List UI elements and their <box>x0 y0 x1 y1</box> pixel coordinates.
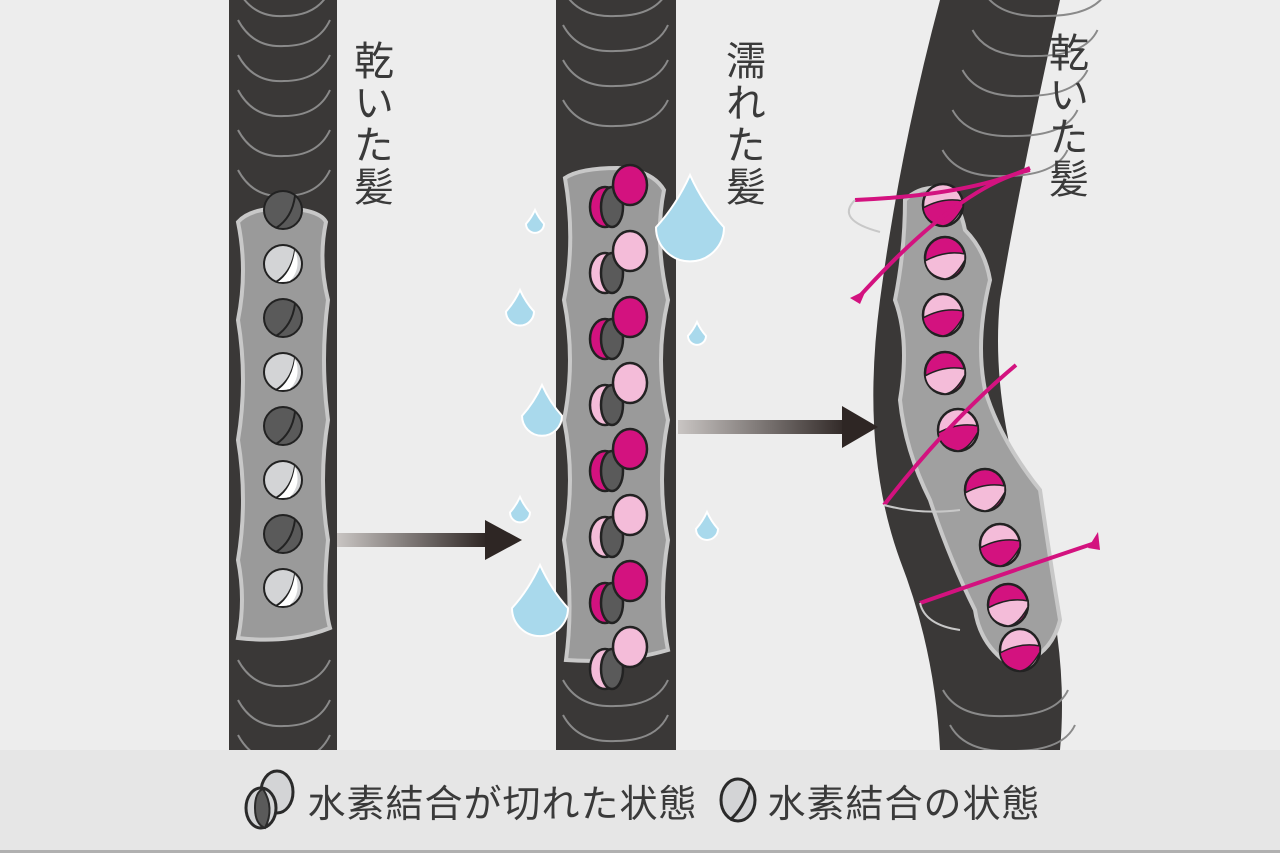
cuticle-scale <box>562 59 669 88</box>
legend-item-bonded: 水素結合の状態 <box>716 773 1041 828</box>
cuticle-scale <box>237 734 331 750</box>
bond-broken <box>588 559 649 625</box>
cuticle-scale <box>942 689 1069 718</box>
broken-bond-icon <box>244 769 295 830</box>
bond-reformed <box>978 522 1022 568</box>
hair-strand-dry <box>229 0 337 750</box>
bond-broken <box>588 295 649 361</box>
bond-broken <box>588 229 649 295</box>
water-drop-icon <box>524 207 546 234</box>
water-drop-icon <box>694 509 720 541</box>
twist-arrow <box>882 363 1018 507</box>
cuticle-scale <box>237 89 331 118</box>
cuticle-scale <box>562 714 669 743</box>
cuticle-scale <box>988 0 1102 18</box>
bond-reformed <box>921 292 965 338</box>
bond-intact-light <box>263 352 303 392</box>
twist-arrowhead <box>1088 532 1100 550</box>
hair-diagram <box>229 0 1102 750</box>
cuticle-scale <box>971 29 1099 58</box>
bond-reformed <box>998 627 1042 673</box>
bond-intact-dark <box>263 298 303 338</box>
arrow-dry-to-wet <box>337 520 522 560</box>
cuticle-scale <box>237 129 331 158</box>
legend-item-broken: 水素結合が切れた状態 <box>239 768 697 832</box>
bond-reformed <box>986 582 1030 628</box>
legend: 水素結合が切れた状態 水素結合の状態 <box>0 750 1280 853</box>
bonded-icon <box>719 777 756 823</box>
twist-arrow <box>919 541 1096 605</box>
bond-broken <box>588 361 649 427</box>
bond-broken <box>588 163 649 229</box>
twist-arrow <box>856 168 1031 300</box>
bond-broken <box>588 625 649 691</box>
legend-label-broken: 水素結合が切れた状態 <box>307 781 698 826</box>
bond-reformed <box>923 350 967 396</box>
cuticle-scale <box>237 699 331 728</box>
label-wet-hair: 濡れた髪 <box>719 40 765 208</box>
bond-intact-dark <box>263 406 303 446</box>
bond-broken <box>588 427 649 493</box>
cuticle-scale <box>949 724 1076 750</box>
water-drop-icon <box>504 287 536 327</box>
label-dry-hair-2: 乾いた髪 <box>1042 32 1088 200</box>
twist-arrow-back <box>848 199 881 233</box>
water-drop-icon <box>510 562 570 638</box>
cuticle-scale <box>237 19 331 48</box>
bond-intact-light <box>263 244 303 284</box>
bond-reformed <box>923 235 967 281</box>
bond-reformed <box>963 467 1007 513</box>
water-drop-icon <box>686 319 708 346</box>
water-drop-icon <box>508 494 532 524</box>
legend-label-bonded: 水素結合の状態 <box>767 781 1041 826</box>
bond-intact-dark <box>263 190 303 230</box>
twist-arrow-back <box>883 504 961 513</box>
cuticle-scale <box>237 54 331 83</box>
cuticle-scale <box>562 99 669 128</box>
water-drops <box>504 172 726 638</box>
bond-intact-light <box>263 568 303 608</box>
hair-strand-wet <box>556 0 676 750</box>
bond-reformed <box>936 407 980 453</box>
water-drop-icon <box>654 172 726 263</box>
bond-intact-light <box>263 460 303 500</box>
cuticle-scale <box>237 659 331 688</box>
arrow-wet-to-dried <box>678 406 878 448</box>
cuticle-scale <box>243 0 325 18</box>
cuticle-scale <box>562 679 669 708</box>
twist-arrow-back <box>919 602 961 631</box>
cuticle-scale <box>951 109 1079 138</box>
water-drop-icon <box>520 382 564 437</box>
cuticle-scale <box>568 0 663 18</box>
cuticle-scale <box>961 69 1089 98</box>
cuticle-scale <box>562 24 669 53</box>
bond-intact-dark <box>263 514 303 554</box>
hair-strand-curled <box>848 0 1102 750</box>
label-dry-hair-1: 乾いた髪 <box>347 40 393 208</box>
bond-broken <box>588 493 649 559</box>
